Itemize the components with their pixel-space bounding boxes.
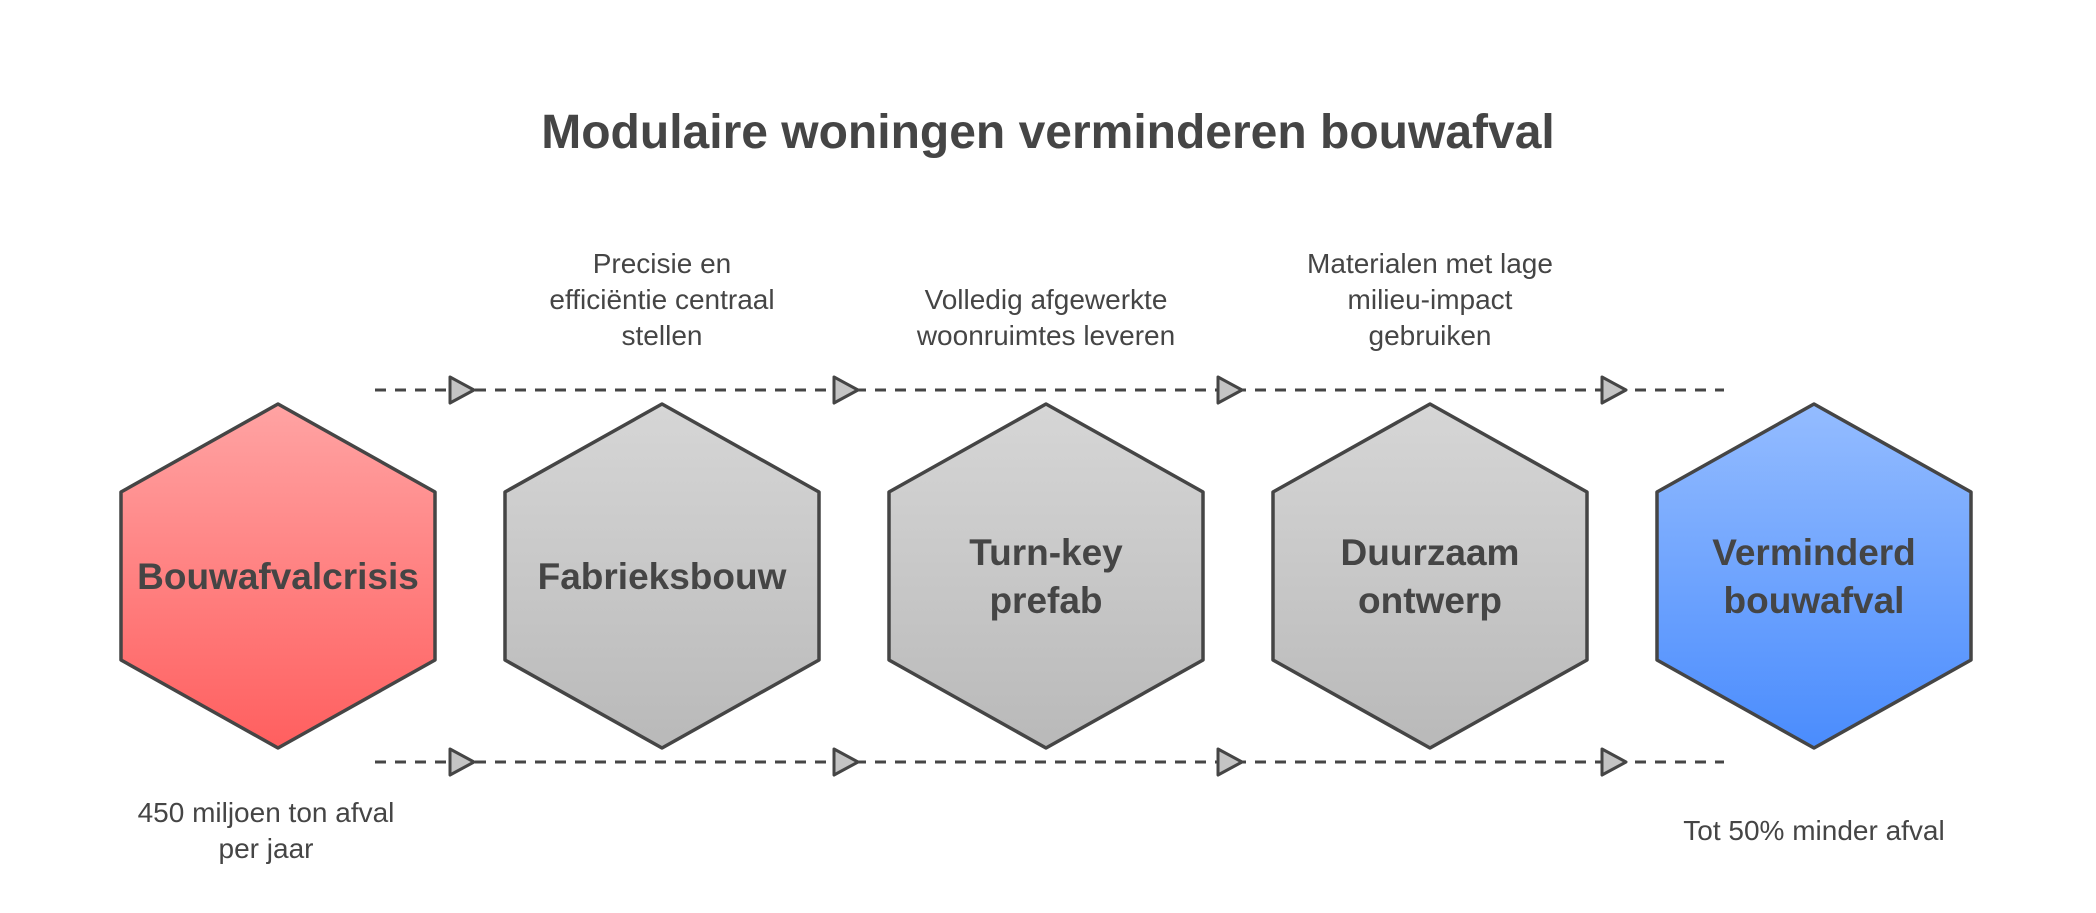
note-bottom-crisis: 450 miljoen ton afval xyxy=(138,797,395,828)
arrow-bottom-3 xyxy=(1216,747,1244,777)
stage-label: Duurzaam xyxy=(1341,532,1520,573)
note-bottom-resultaat: Tot 50% minder afval xyxy=(1683,815,1944,846)
note-top-duurzaam: gebruiken xyxy=(1369,320,1492,351)
stage-label: Verminderd xyxy=(1712,532,1916,573)
stage-hexagon xyxy=(887,402,1205,750)
arrow-bottom-4 xyxy=(1600,747,1628,777)
note-top-duurzaam: milieu-impact xyxy=(1348,284,1513,315)
stage-hexagons: Bouwafvalcrisis Fabrieksbouw Turn-key prefa… xyxy=(119,402,1973,750)
stage-label: bouwafval xyxy=(1724,580,1905,621)
stage-fabrieksbouw: Fabrieksbouw xyxy=(503,402,821,750)
stage-hexagon xyxy=(1271,402,1589,750)
note-top-fabrieksbouw: efficiëntie centraal xyxy=(549,284,774,315)
stage-label: prefab xyxy=(989,580,1102,621)
note-top-turn-key: Volledig afgewerkte xyxy=(925,284,1168,315)
note-top-turn-key: woonruimtes leveren xyxy=(916,320,1175,351)
note-top-fabrieksbouw: stellen xyxy=(622,320,703,351)
stage-hexagon xyxy=(503,402,821,750)
stage-label: ontwerp xyxy=(1358,580,1502,621)
arrow-top-2 xyxy=(832,375,860,405)
diagram-title: Modulaire woningen verminderen bouwafval xyxy=(541,106,1554,159)
note-top-fabrieksbouw: Precisie en xyxy=(593,248,732,279)
note-bottom-crisis: per jaar xyxy=(219,833,314,864)
flow-lines xyxy=(375,375,1724,777)
arrow-top-3 xyxy=(1216,375,1244,405)
arrow-top-4 xyxy=(1600,375,1628,405)
stage-hexagon xyxy=(119,402,437,750)
stage-label: Bouwafvalcrisis xyxy=(137,556,419,597)
stage-turn-key: Turn-key prefab xyxy=(887,402,1205,750)
note-top-duurzaam: Materialen met lage xyxy=(1307,248,1553,279)
stage-crisis: Bouwafvalcrisis xyxy=(119,402,437,750)
arrow-bottom-2 xyxy=(832,747,860,777)
stage-resultaat: Verminderd bouwafval xyxy=(1655,402,1973,750)
arrow-bottom-1 xyxy=(448,747,476,777)
arrow-top-1 xyxy=(448,375,476,405)
stage-duurzaam: Duurzaam ontwerp xyxy=(1271,402,1589,750)
stage-label: Fabrieksbouw xyxy=(538,556,787,597)
stage-notes: Precisie en efficiëntie centraal stellen Vo… xyxy=(138,248,1945,864)
stage-label: Turn-key xyxy=(969,532,1123,573)
stage-hexagon xyxy=(1655,402,1973,750)
